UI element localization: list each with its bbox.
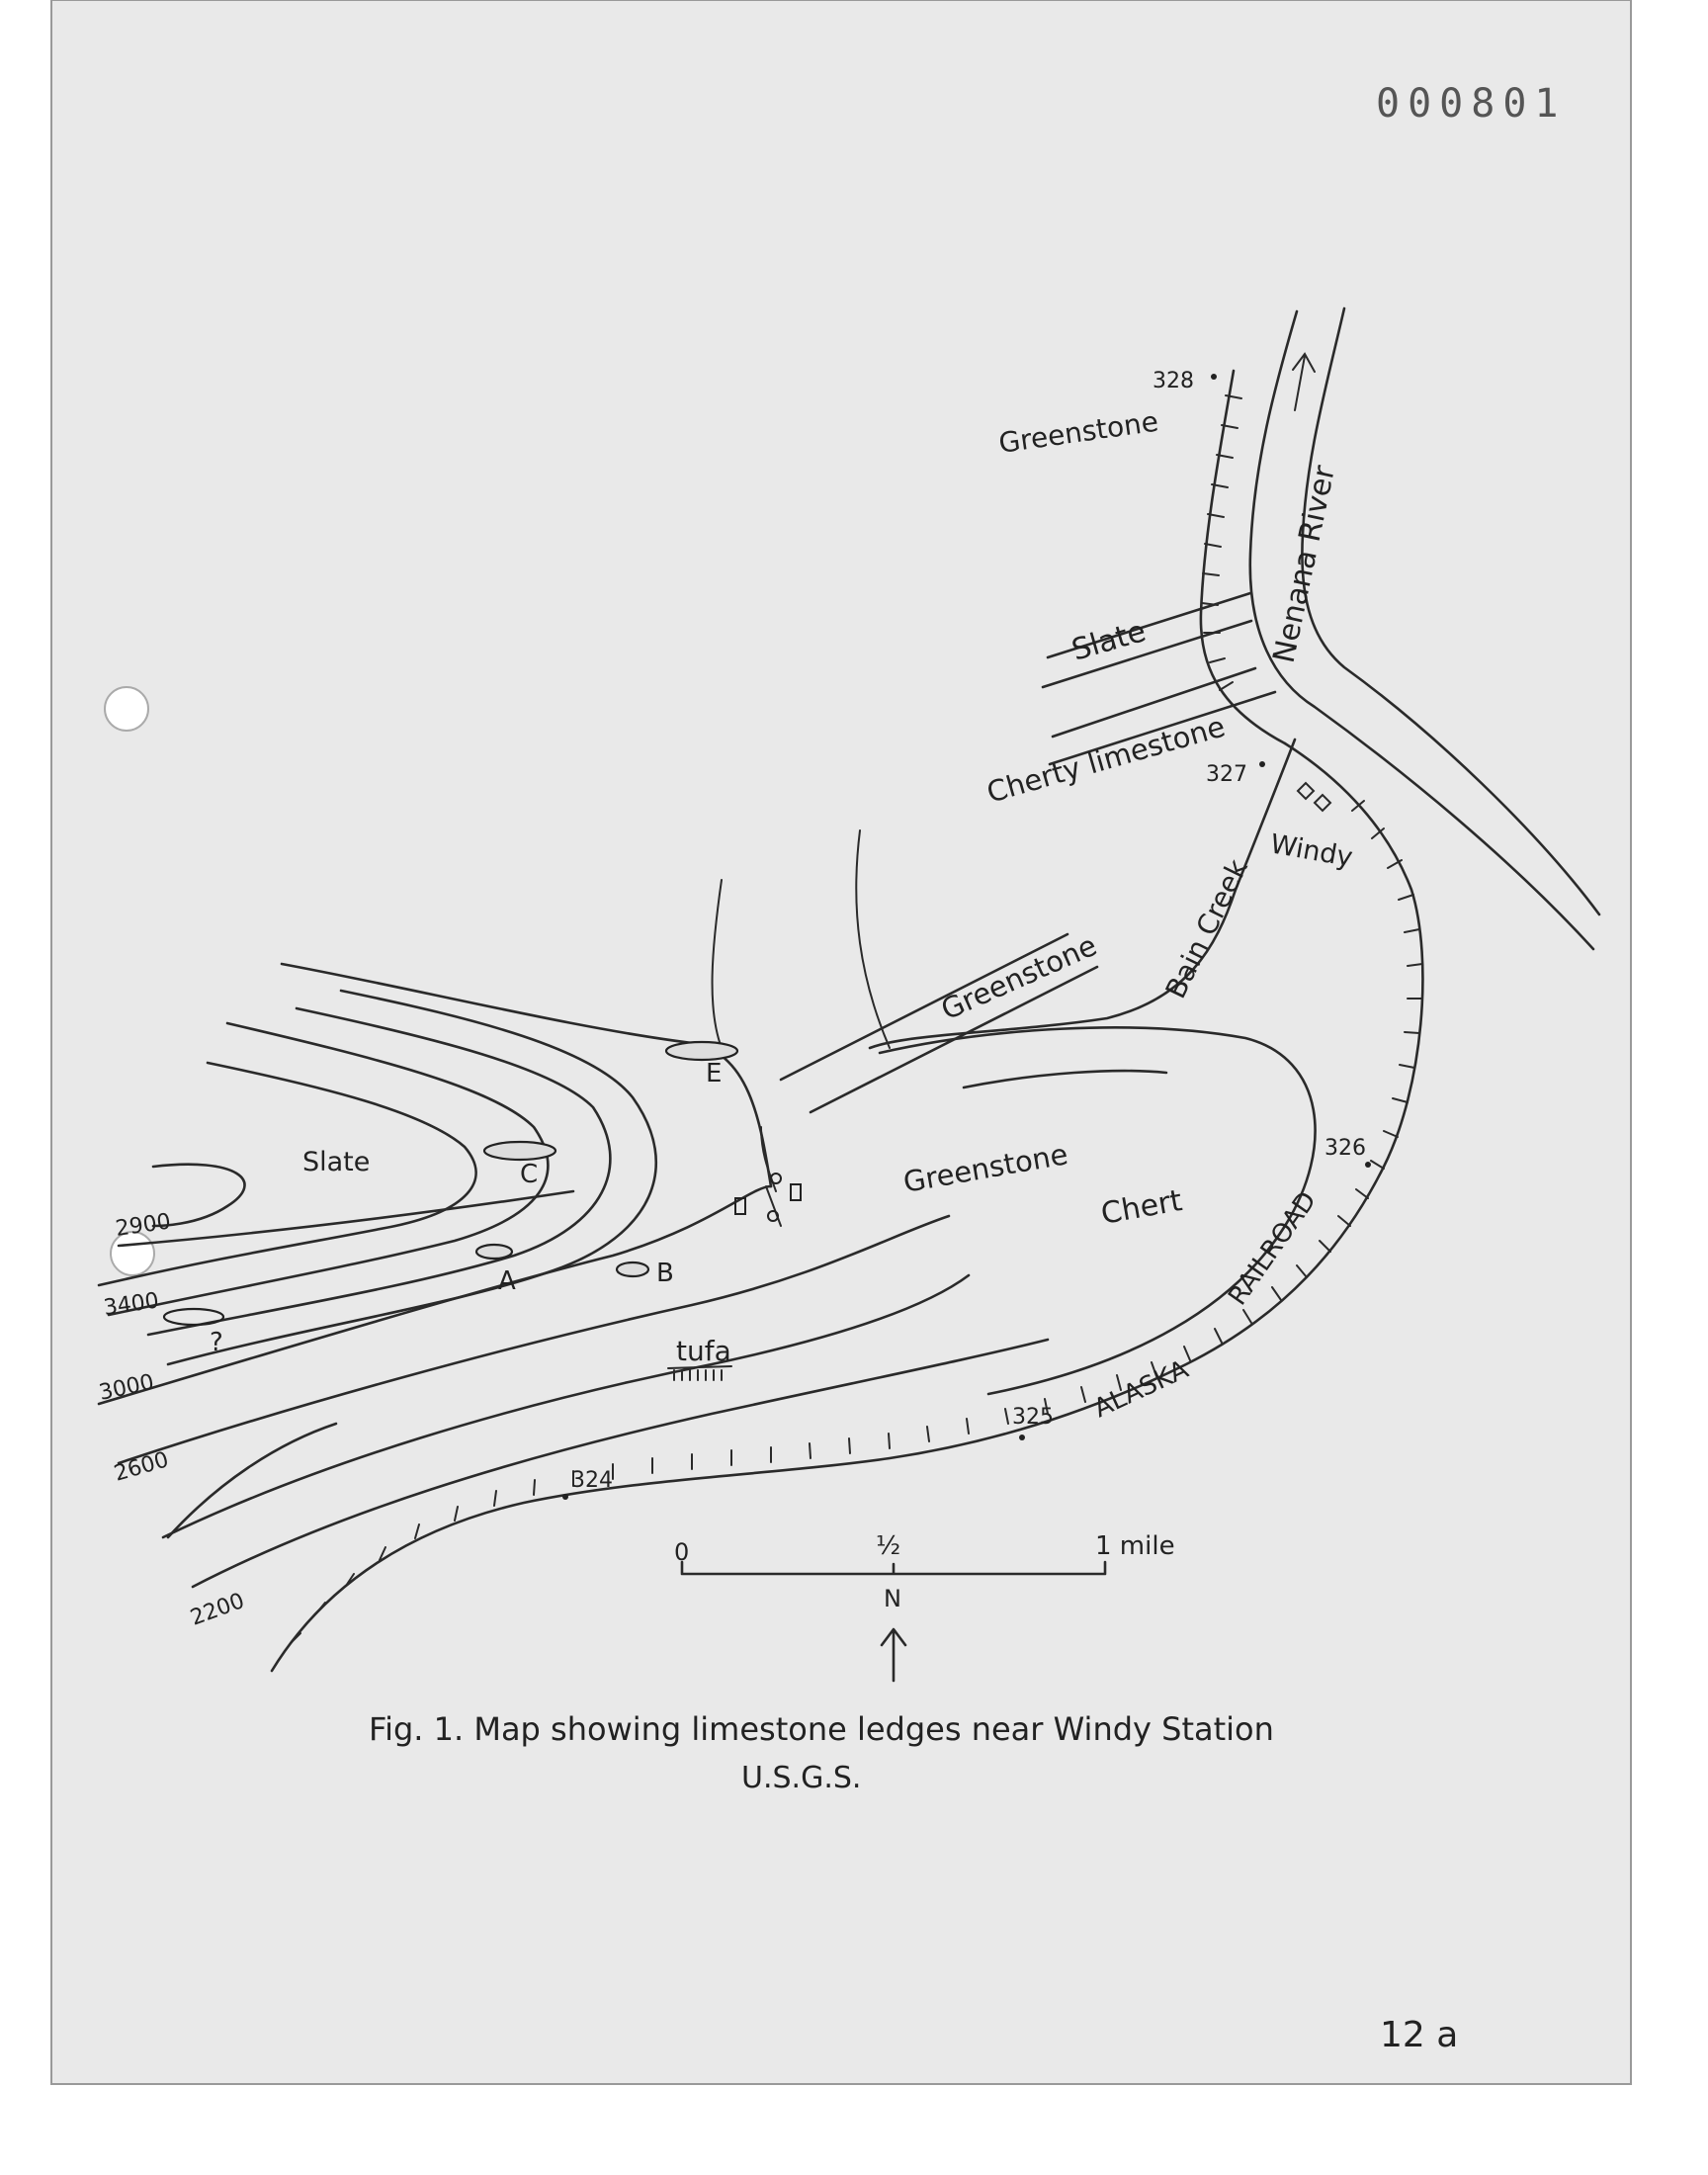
contour-8 — [117, 1214, 951, 1465]
milepost-dot-325 — [1019, 1435, 1025, 1440]
scale-label-half: ½ — [876, 1531, 900, 1561]
milepost-328: 328 — [1153, 369, 1194, 393]
ledge-c-symbol — [482, 1140, 557, 1162]
milepost-325: 325 — [1012, 1405, 1054, 1430]
river-flow-arrow — [1292, 352, 1316, 411]
railroad-ticks — [290, 394, 1423, 1644]
contour-1 — [166, 989, 657, 1366]
ledge-label-b: B — [656, 1259, 674, 1288]
contour-2 — [146, 1006, 612, 1337]
milepost-327: 327 — [1206, 762, 1247, 787]
milepost-dot-328 — [1211, 374, 1217, 380]
bain-creek — [868, 738, 1297, 1050]
ledge-label-a: A — [498, 1266, 516, 1296]
ledge-label-c: C — [520, 1160, 538, 1189]
ledge-e-symbol — [664, 1040, 739, 1062]
ledge-label-unknown: ? — [210, 1328, 223, 1357]
milepost-326: 326 — [1324, 1136, 1366, 1161]
milepost-dot-326 — [1365, 1162, 1371, 1168]
scale-label-zero: 0 — [674, 1538, 689, 1566]
milepost-324: 324 — [571, 1468, 613, 1493]
contour-3 — [107, 1021, 550, 1317]
railroad-main — [270, 741, 1424, 1673]
ledge-label-e: E — [706, 1059, 722, 1088]
contour-6 — [117, 1189, 575, 1248]
trail — [760, 1126, 782, 1227]
ledge-a-symbol — [474, 1243, 514, 1261]
cherty-band-north — [1051, 666, 1257, 739]
contour-11 — [166, 1422, 338, 1539]
figure-caption: Fig. 1. Map showing limestone ledges nea… — [369, 1710, 1274, 1748]
slate-band-south — [1041, 619, 1253, 689]
scale-bar: 0 ½ 1 mile — [674, 1531, 1175, 1576]
stream-east — [855, 829, 891, 1049]
milepost-dot-327 — [1259, 761, 1265, 767]
building-symbol-1 — [734, 1197, 746, 1215]
contour-4 — [97, 1061, 477, 1287]
stamp-number: 000801 — [1376, 81, 1567, 127]
label-slate-west: Slate — [302, 1147, 370, 1177]
greenstone-band-north — [779, 932, 1069, 1082]
river-bank-east — [1301, 306, 1601, 916]
ledge-b-symbol — [615, 1261, 650, 1278]
figure-caption-source: U.S.G.S. — [741, 1761, 861, 1795]
contour-10 — [191, 1338, 1050, 1589]
tufa-symbol — [667, 1365, 732, 1381]
chert-loop-outer — [878, 1026, 1317, 1396]
milepost-dot-324 — [562, 1494, 568, 1500]
boundary-upper — [280, 962, 773, 1188]
paper-background — [50, 0, 1632, 2085]
marker-dot-1 — [770, 1173, 782, 1184]
slate-band-north — [1046, 591, 1252, 659]
label-tufa: tufa — [676, 1335, 731, 1367]
stream-west — [711, 879, 723, 1049]
north-arrow-shaft — [880, 1627, 907, 1683]
scale-line — [680, 1560, 1107, 1576]
contour-9 — [161, 1273, 971, 1539]
building-symbol-2 — [790, 1183, 802, 1201]
marker-dot-2 — [767, 1210, 779, 1222]
contour-5 — [151, 1163, 246, 1228]
river-bank-west — [1248, 309, 1595, 951]
scale-label-mile: 1 mile — [1095, 1531, 1175, 1561]
north-label: N — [884, 1585, 901, 1612]
north-arrow: N — [880, 1585, 907, 1683]
page-number: 12 a — [1380, 2015, 1458, 2055]
chert-loop-inner — [962, 1069, 1168, 1089]
railroad-north — [1199, 369, 1287, 745]
station-symbol — [1296, 781, 1332, 813]
ledge-unknown-symbol — [162, 1307, 225, 1327]
punch-hole-top — [104, 686, 149, 732]
cherty-band-south — [1048, 690, 1277, 766]
contour-7 — [97, 1184, 773, 1406]
